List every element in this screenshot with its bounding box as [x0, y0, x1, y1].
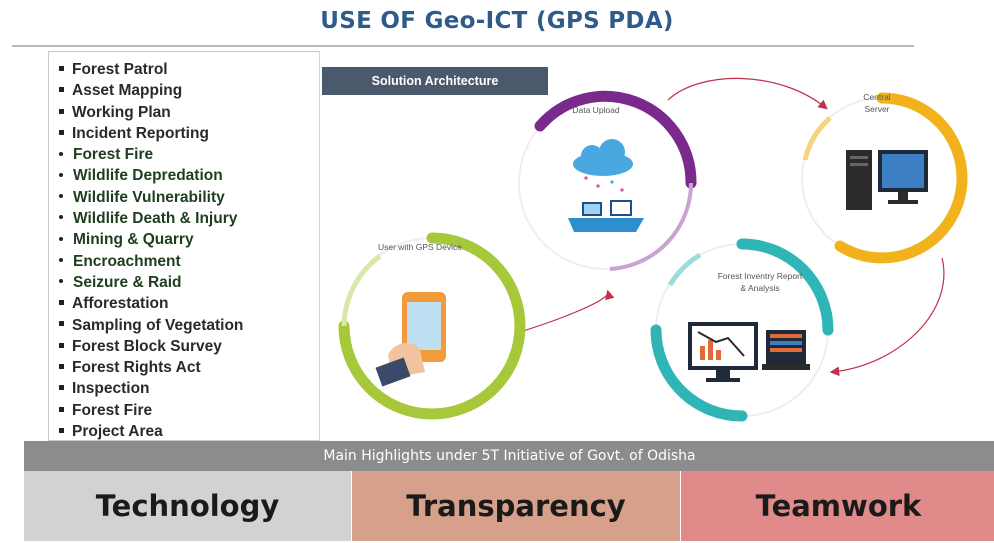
feature-item: Forest Patrol — [55, 59, 243, 80]
feature-item: Afforestation — [55, 293, 243, 314]
feature-item: Forest Fire — [55, 400, 243, 421]
feature-label: Project Area — [72, 423, 163, 441]
feature-subitem: Mining & Quarry — [55, 229, 243, 250]
analytics-monitor-icon — [688, 322, 810, 382]
solution-architecture-heading: Solution Architecture — [322, 67, 548, 95]
upload-ring — [534, 90, 697, 189]
feature-label: Forest Rights Act — [72, 359, 201, 377]
node-data-upload: Data Upload — [518, 90, 697, 271]
user-gps-label: User with GPS Device — [378, 242, 462, 252]
bullet-icon — [59, 342, 64, 348]
report-label-line2: & Analysis — [740, 283, 779, 293]
bullet-icon — [59, 172, 63, 177]
user-ring — [338, 232, 526, 420]
feature-subitem: Wildlife Vulnerability — [55, 187, 243, 208]
bullet-icon — [59, 129, 64, 135]
feature-subitem: Wildlife Depredation — [55, 165, 243, 186]
server-label-line1: Central — [863, 92, 891, 102]
feature-label: Forest Fire — [72, 401, 153, 419]
node-central-server: Central Server — [801, 92, 968, 264]
pillar-transparency: Transparency — [351, 471, 680, 541]
feature-item: Forest Block Survey — [55, 336, 243, 357]
feature-label: Seizure & Raid — [73, 273, 182, 291]
feature-item: Forest Rights Act — [55, 357, 243, 378]
page-title: USE OF Geo-ICT (GPS PDA) — [320, 8, 674, 34]
server-icon — [846, 150, 928, 210]
feature-item: Inspection — [55, 378, 243, 399]
feature-subitem: Forest Fire — [55, 144, 243, 165]
feature-label: Sampling of Vegetation — [72, 316, 244, 334]
feature-label: Wildlife Vulnerability — [73, 188, 225, 206]
feature-label: Mining & Quarry — [73, 231, 194, 249]
bullet-icon — [59, 194, 63, 199]
bullet-icon — [59, 258, 63, 263]
server-label-line2: Server — [864, 104, 889, 114]
arrow-upload-to-server — [667, 77, 828, 110]
highlights-banner: Main Highlights under 5T Initiative of G… — [24, 441, 994, 471]
feature-label: Asset Mapping — [72, 82, 183, 100]
bullet-icon — [59, 406, 64, 412]
bullet-icon — [59, 236, 63, 241]
bullet-icon — [59, 279, 63, 284]
smartphone-icon — [375, 292, 446, 387]
pillar-technology: Technology — [24, 471, 351, 541]
bullet-icon — [59, 321, 64, 327]
bullet-icon — [59, 108, 64, 114]
cloud-icon — [573, 139, 633, 192]
feature-label: Forest Patrol — [72, 61, 168, 78]
feature-label: Wildlife Depredation — [73, 167, 223, 185]
feature-label: Wildlife Death & Injury — [73, 210, 238, 228]
server-ring — [834, 92, 968, 264]
bullet-icon — [59, 364, 64, 370]
title-divider — [12, 45, 914, 47]
feature-label: Inspection — [72, 380, 150, 398]
feature-item: Incident Reporting — [55, 123, 243, 144]
data-upload-label: Data Upload — [572, 105, 620, 115]
computers-icon — [568, 200, 644, 232]
feature-subitem: Seizure & Raid — [55, 272, 243, 293]
feature-item: Asset Mapping — [55, 80, 243, 101]
feature-item: Working Plan — [55, 102, 243, 123]
bullet-icon — [59, 151, 63, 156]
architecture-diagram: User with GPS Device Data Upload — [338, 77, 968, 422]
bullet-icon — [59, 87, 64, 93]
feature-subitem: Encroachment — [55, 251, 243, 272]
node-forest-report: Forest Inventry Report & Analysis — [650, 238, 834, 422]
pillar-teamwork: Teamwork — [680, 471, 994, 541]
bullet-icon — [59, 385, 64, 391]
node-user-gps: User with GPS Device — [338, 232, 526, 420]
feature-subitem: Wildlife Death & Injury — [55, 208, 243, 229]
feature-label: Forest Fire — [73, 146, 154, 164]
feature-label: Working Plan — [72, 103, 171, 121]
feature-label: Encroachment — [73, 252, 181, 270]
bullet-icon — [59, 427, 64, 433]
bullet-icon — [59, 65, 64, 71]
bullet-icon — [59, 300, 64, 306]
report-ring — [736, 238, 834, 336]
feature-label: Afforestation — [72, 295, 169, 313]
report-label-line1: Forest Inventry Report — [718, 271, 803, 281]
arrow-user-to-upload — [509, 289, 615, 336]
feature-item: Sampling of Vegetation — [55, 315, 243, 336]
feature-label: Forest Block Survey — [72, 337, 222, 355]
feature-label: Incident Reporting — [72, 124, 209, 142]
bullet-icon — [59, 215, 63, 220]
arrow-server-to-report — [829, 257, 945, 377]
feature-item: Project Area — [55, 421, 243, 442]
